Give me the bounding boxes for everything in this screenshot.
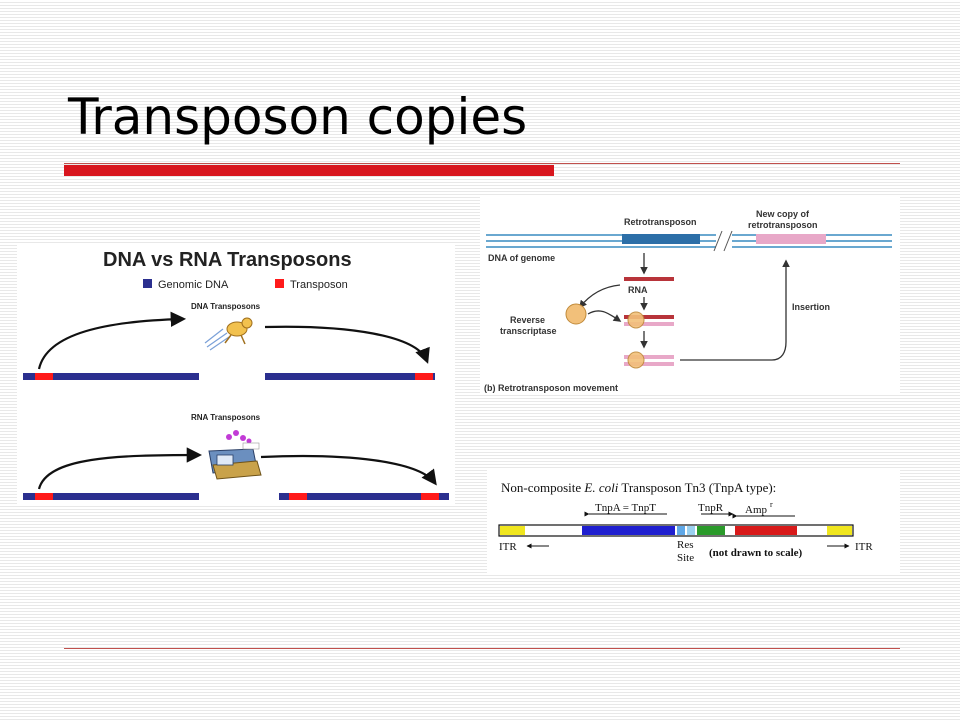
tnpr-label: TnpR (698, 502, 724, 514)
rna-right-new-transposon-segment (421, 493, 439, 500)
reverse-transcriptase-enzyme (565, 303, 587, 325)
dna-right-genome-bar (265, 373, 435, 380)
tn3-map-bar (498, 524, 854, 537)
dna-transposon-mover-icon (204, 317, 253, 351)
bla-gene-segment (735, 526, 797, 535)
retro-caption: (b) Retrotransposon movement (484, 383, 618, 393)
scale-note: (not drawn to scale) (709, 547, 803, 559)
enzyme-binding-arrow (579, 284, 621, 309)
new-copy-label-line2: retrotransposon (748, 220, 818, 230)
itr-left-segment (500, 526, 525, 535)
retrotransposon-segment (622, 234, 700, 244)
legend-genomic-dna-swatch (143, 279, 152, 288)
rna-strand (624, 277, 674, 281)
rt-on-template (627, 311, 645, 329)
retrotransposon-label: Retrotransposon (624, 217, 697, 227)
reverse-label-line2: transcriptase (500, 326, 557, 336)
enzyme-to-rna-arrow (587, 310, 622, 322)
dna-transposons-label: DNA Transposons (191, 302, 261, 311)
res-site-segment-2 (687, 526, 695, 535)
itr-right-label: ITR (855, 541, 873, 553)
dna-vs-rna-transposons-figure: DNA vs RNA Transposons Genomic DNA Trans… (17, 243, 455, 505)
rna-template-strand (624, 315, 674, 319)
dna-excision-arrow (37, 311, 187, 370)
itr-left-label: ITR (499, 541, 517, 553)
rna-right-original-transposon-segment (289, 493, 307, 500)
rna-copy-arrow (37, 447, 203, 490)
res-site-segment (677, 526, 685, 535)
rna-label: RNA (628, 285, 648, 295)
rna-copy-machine-icon (208, 430, 262, 480)
cdna-strand (624, 322, 674, 326)
legend-transposon-swatch (275, 279, 284, 288)
rt-on-dsdna (627, 351, 645, 369)
slide-title: Transposon copies (68, 88, 528, 146)
tn3-transposon-map: Non-composite E. coli Transposon Tn3 (Tn… (487, 470, 900, 574)
new-copy-segment (756, 234, 826, 244)
rna-left-genome-bar (23, 493, 199, 500)
tnpa-label: TnpA = TnpT (595, 502, 656, 514)
tnpa-gene-segment (582, 526, 675, 535)
itr-right-segment (827, 526, 852, 535)
reverse-label-line1: Reverse (510, 315, 545, 325)
rna-left-transposon-segment (35, 493, 53, 500)
tn3-title: Non-composite E. coli Transposon Tn3 (Tn… (501, 480, 776, 495)
rna-insertion-arrow (260, 454, 437, 486)
new-copy-label-line1: New copy of (756, 209, 810, 219)
title-rule-thin (64, 163, 900, 164)
dna-right-transposon-segment (415, 373, 433, 380)
dna-left-genome-bar (23, 373, 199, 380)
dsdna-strand-1 (624, 355, 674, 359)
res-label-line2: Site (677, 552, 694, 564)
bottom-rule (64, 648, 900, 649)
title-rule-thick (64, 165, 554, 176)
retrotransposon-movement-figure: Retrotransposon New copy of retrotranspo… (480, 197, 900, 395)
rna-transposons-label: RNA Transposons (191, 413, 261, 422)
res-label-line1: Res (677, 539, 694, 551)
legend-genomic-dna-label: Genomic DNA (158, 279, 229, 291)
insertion-arrow (680, 259, 790, 361)
dna-insertion-arrow (264, 325, 430, 364)
insertion-label: Insertion (792, 302, 830, 312)
dsdna-strand-2 (624, 362, 674, 366)
dna-left-transposon-segment (35, 373, 53, 380)
rna-right-genome-bar (279, 493, 449, 500)
legend-transposon-label: Transposon (290, 279, 348, 291)
dna-of-genome-label: DNA of genome (488, 253, 555, 263)
dna-rna-title: DNA vs RNA Transposons (103, 249, 352, 271)
tnpr-gene-segment (697, 526, 725, 535)
